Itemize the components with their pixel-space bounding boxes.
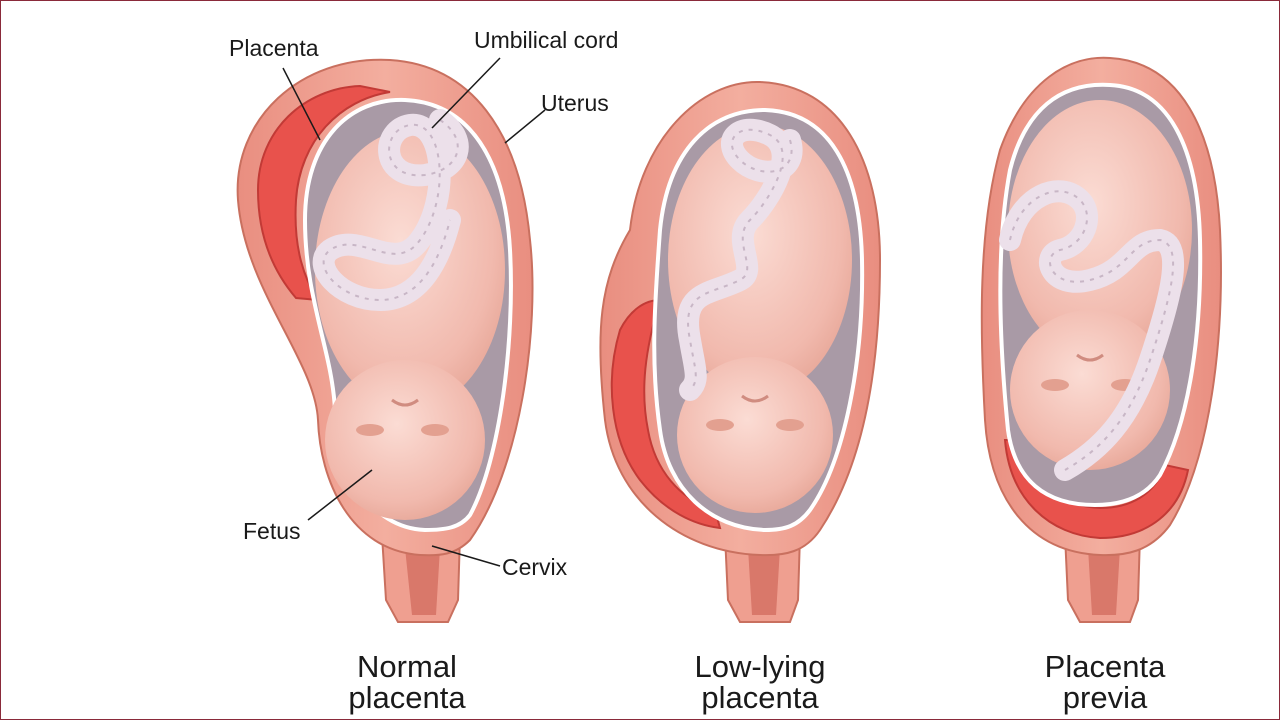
caption-line-1: Low-lying [694, 649, 826, 684]
caption-line-2: previa [1062, 680, 1148, 715]
panel-normal-placenta [236, 58, 534, 623]
fetus-head [677, 357, 833, 513]
fetus-body [668, 125, 852, 395]
umbilical-cord-outline [687, 128, 793, 391]
fetus-head [325, 360, 485, 520]
panel-placenta-previa [980, 56, 1222, 623]
fetus-ear-right [776, 419, 804, 431]
umbilical-cord-outline [322, 119, 459, 302]
umbilical-cord-outline [1009, 190, 1175, 471]
fetus-ear-left [706, 419, 734, 431]
label-placenta: Placenta [229, 35, 319, 61]
fetus-body [315, 130, 505, 410]
fetus-ear-left [1041, 379, 1069, 391]
caption-normal-placenta: Normal placenta [322, 651, 492, 713]
label-cervix: Cervix [502, 554, 568, 580]
caption-low-lying-placenta: Low-lying placenta [670, 651, 850, 713]
label-uterus: Uterus [541, 90, 609, 116]
caption-line-2: placenta [701, 680, 819, 715]
placenta [256, 84, 391, 302]
uterus-leader [504, 109, 546, 144]
cervical-canal [1088, 548, 1120, 615]
fetus-ear-left [356, 424, 384, 436]
label-umbilical-cord: Umbilical cord [474, 27, 619, 53]
leader-lines [282, 57, 546, 567]
fetus-nose [741, 394, 769, 403]
caption-line-1: Normal [357, 649, 457, 684]
caption-line-2: placenta [348, 680, 466, 715]
umbilical-cord-leader [431, 57, 501, 129]
caption-line-1: Placenta [1044, 649, 1166, 684]
fetus-body [1008, 100, 1192, 360]
cervical-canal [405, 548, 440, 615]
caption-placenta-previa: Placenta previa [1020, 651, 1190, 713]
fetus-leader [307, 469, 373, 521]
panel-low-lying-placenta [599, 80, 882, 623]
cervix-leader [431, 545, 501, 567]
fetus-head [1010, 310, 1170, 470]
cervical-canal [748, 548, 780, 615]
fetus-nose [391, 398, 419, 407]
placenta-leader [282, 67, 321, 141]
fetus-nose [1076, 353, 1104, 362]
fetus-ear-right [421, 424, 449, 436]
label-fetus: Fetus [243, 518, 301, 544]
